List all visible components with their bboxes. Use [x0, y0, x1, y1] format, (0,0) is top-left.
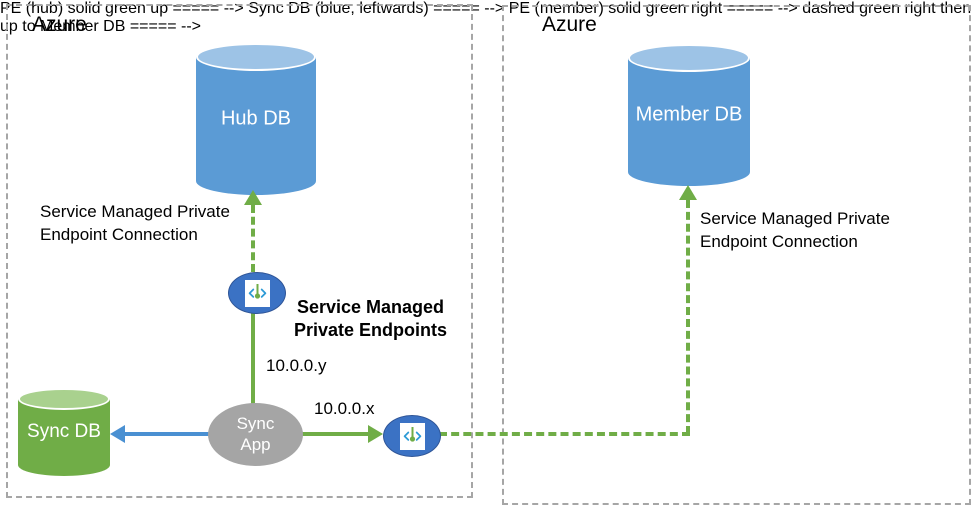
sync-app-to-sync-db-line — [125, 432, 215, 436]
sync-app-to-pe-member-arrowhead — [368, 425, 383, 443]
cylinder-top — [628, 44, 750, 72]
azure-zone-right-label: Azure — [542, 13, 597, 36]
private-endpoint-icon — [244, 279, 270, 307]
sync-app-to-sync-db-arrowhead — [110, 425, 125, 443]
private-endpoint-icon — [399, 422, 425, 450]
sync-app-label: Sync App — [236, 414, 275, 454]
sync-db-node: Sync DB — [18, 388, 110, 476]
ip-label-hub: 10.0.0.y — [266, 356, 327, 375]
azure-zone-left — [6, 4, 473, 498]
sync-app-to-pe-hub-line — [251, 312, 255, 422]
sync-app-to-pe-member-line — [300, 432, 368, 436]
hub-connection-annotation: Service Managed Private Endpoint Connect… — [40, 202, 230, 244]
member-db-node: Member DB — [628, 44, 750, 186]
hub-connection-dashed-line — [251, 205, 255, 272]
pe-member-to-member-db-vertical — [686, 200, 690, 434]
cylinder-top — [18, 388, 110, 410]
cylinder-body — [628, 58, 750, 172]
service-managed-private-endpoints-title: Service Managed Private Endpoints — [294, 297, 448, 341]
sync-app-node: Sync App — [208, 403, 303, 466]
cylinder-body — [196, 57, 316, 181]
ip-label-member: 10.0.0.x — [314, 399, 375, 418]
azure-zone-left-label: Azure — [32, 13, 87, 36]
hub-db-node: Hub DB — [196, 43, 316, 195]
cylinder-top — [196, 43, 316, 71]
azure-zone-right — [502, 5, 971, 505]
hub-connection-arrowhead — [244, 190, 262, 205]
pe-member-to-member-db-horizontal — [439, 432, 690, 436]
cylinder-body — [18, 399, 110, 465]
private-endpoint-badge-hub[interactable] — [228, 272, 286, 314]
member-connection-arrowhead — [679, 185, 697, 200]
member-connection-annotation: Service Managed Private Endpoint Connect… — [700, 209, 890, 251]
private-endpoint-badge-member[interactable] — [383, 415, 441, 457]
